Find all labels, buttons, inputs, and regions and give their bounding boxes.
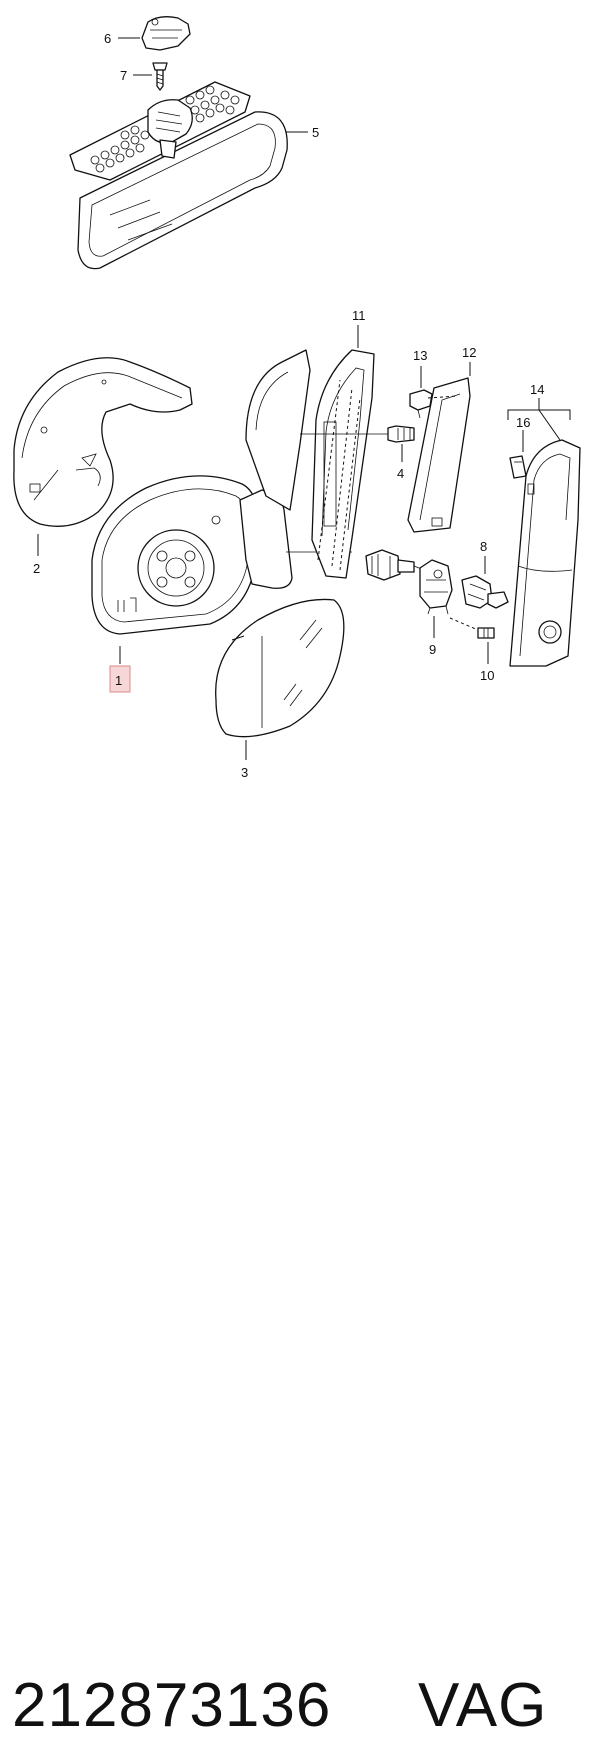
mirror-housing-cover-part-2 <box>13 357 193 527</box>
callout-11: 11 <box>352 308 366 323</box>
brand-label: VAG <box>418 1671 548 1740</box>
callout-13: 13 <box>413 348 427 363</box>
callout-5: 5 <box>312 125 319 140</box>
mirror-glass-part-3 <box>215 598 345 738</box>
screw-part-4 <box>300 425 415 443</box>
callout-9: 9 <box>429 642 436 657</box>
door-trim-part-14 <box>509 439 581 667</box>
screw-part-10 <box>449 617 495 639</box>
callout-10: 10 <box>480 668 494 683</box>
footer: 212873136 VAG <box>0 830 600 1740</box>
cable-connector <box>365 549 425 581</box>
switch-clip-part-16 <box>509 455 527 479</box>
trim-strip-part-12 <box>407 377 471 533</box>
callout-14: 14 <box>530 382 544 397</box>
callout-1: 1 <box>115 673 122 688</box>
mount-cover-part-6 <box>141 16 191 51</box>
callout-12: 12 <box>462 345 476 360</box>
knob-part-8 <box>461 575 509 609</box>
callout-2: 2 <box>33 561 40 576</box>
part-number: 212873136 <box>12 1671 332 1740</box>
callout-1-highlight <box>109 665 131 693</box>
callout-3: 3 <box>241 765 248 780</box>
callout-4: 4 <box>397 466 404 481</box>
actuator-part-9 <box>419 559 453 615</box>
gasket-part-11 <box>311 349 375 579</box>
callout-7: 7 <box>120 68 127 83</box>
callout-6: 6 <box>104 31 111 46</box>
callout-16: 16 <box>516 415 530 430</box>
screw-part-7 <box>152 62 168 91</box>
interior-mirror-part-5 <box>69 81 288 270</box>
callout-8: 8 <box>480 539 487 554</box>
exploded-parts-diagram: 5 6 7 2 <box>13 16 581 780</box>
mirror-housing-part-1 <box>91 349 352 635</box>
